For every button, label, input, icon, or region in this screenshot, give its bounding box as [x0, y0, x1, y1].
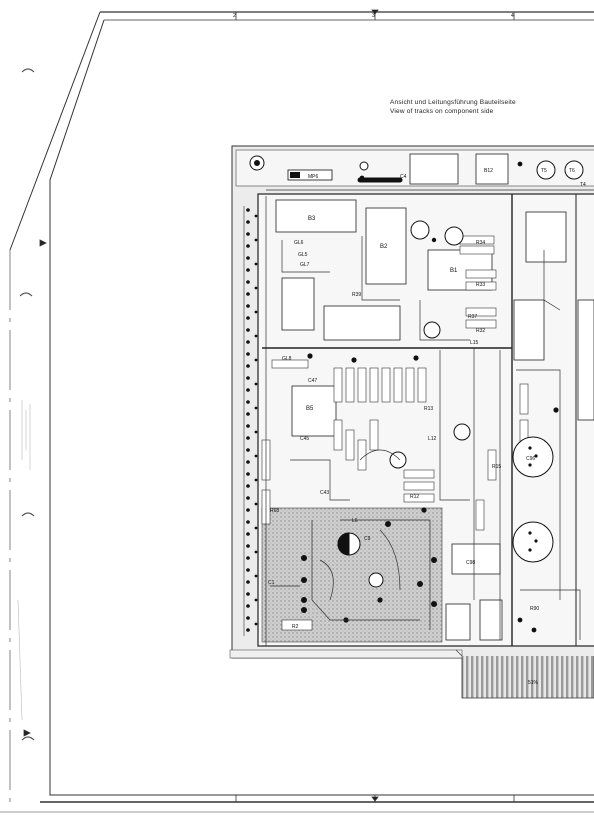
- label-l12: L12: [428, 436, 437, 442]
- label-r68: R68: [270, 508, 279, 514]
- label-b12: B12: [484, 168, 493, 174]
- frame-ticks: [23, 9, 515, 802]
- label-b5: B5: [306, 406, 314, 412]
- label-r34: R34: [476, 240, 485, 246]
- label-c96: C96: [526, 456, 535, 462]
- label-r33: R33: [476, 282, 485, 288]
- label-b1: B1: [450, 268, 458, 274]
- tick-label-3: 3: [372, 13, 375, 19]
- label-t6: T6: [569, 168, 575, 174]
- label-c1: C1: [268, 580, 275, 586]
- drawing-frame: [0, 11, 594, 813]
- copper-traces: [265, 189, 594, 646]
- label-gl6: GL6: [294, 240, 304, 246]
- label-51pct: 51%: [528, 680, 539, 686]
- pcb-board: [229, 145, 594, 699]
- label-r13: R13: [424, 406, 433, 412]
- punch-holes: [19, 68, 35, 741]
- label-r15: R15: [492, 464, 501, 470]
- component-blocks: [275, 153, 594, 641]
- tick-labels: 2 3 4: [233, 13, 514, 19]
- label-l15: L15: [470, 340, 479, 346]
- label-c98: C98: [466, 560, 475, 566]
- label-mp6: MP6: [308, 174, 319, 180]
- label-c45: C45: [300, 436, 309, 442]
- caption-german: Ansicht und Leitungsführung Bauteilseite: [390, 99, 516, 106]
- label-b2: B2: [380, 244, 388, 250]
- label-gl7: GL7: [300, 262, 310, 268]
- label-c9: C9: [364, 536, 371, 542]
- label-gl5: GL5: [298, 252, 308, 258]
- edge-connector: [450, 655, 594, 699]
- label-r90: R90: [530, 606, 539, 612]
- label-r39: R39: [352, 292, 361, 298]
- edge-pin-column: [246, 208, 258, 632]
- label-gl8: GL8: [282, 356, 292, 362]
- label-l6: L6: [352, 518, 358, 524]
- label-c43: C43: [320, 490, 329, 496]
- label-t4: T4: [580, 182, 586, 188]
- tick-label-2: 2: [233, 13, 236, 19]
- label-b3: B3: [308, 216, 316, 222]
- label-r2: R2: [292, 624, 299, 630]
- drawing-caption: Ansicht und Leitungsführung Bauteilseite…: [390, 98, 516, 116]
- label-r32: R32: [476, 328, 485, 334]
- label-t5: T5: [541, 168, 547, 174]
- solder-pads: [301, 161, 559, 633]
- tick-label-4: 4: [511, 13, 514, 19]
- label-c47: C47: [308, 378, 317, 384]
- component-labels: MP6 B12 B3 B2 B1 B5 GL6 GL5 GL7 GL8 R39 …: [268, 168, 586, 686]
- electrolytic-capacitors: [337, 160, 584, 588]
- caption-english: View of tracks on component side: [390, 108, 494, 115]
- label-c4: C4: [400, 174, 407, 180]
- label-r37: R37: [468, 314, 477, 320]
- margin-scribbles: [17, 400, 31, 721]
- label-r12: R12: [410, 494, 419, 500]
